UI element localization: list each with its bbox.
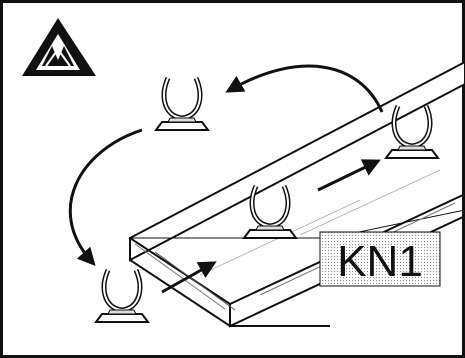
triangle-logo [18, 14, 100, 80]
arrow-bottom-left-to-middle [161, 261, 217, 294]
clip-bottom-left [94, 268, 150, 323]
arrow-top-left-to-bottom-left [68, 128, 143, 267]
arrow-top-right-to-top-left [225, 64, 384, 113]
kn1-label-text: KN1 [337, 237, 423, 286]
clip-middle [242, 184, 298, 239]
kn1-label: KN1 [319, 231, 441, 287]
clip-top-left [154, 76, 210, 131]
arrow-middle-to-top-right [317, 159, 381, 192]
clip-top-right [384, 104, 440, 159]
